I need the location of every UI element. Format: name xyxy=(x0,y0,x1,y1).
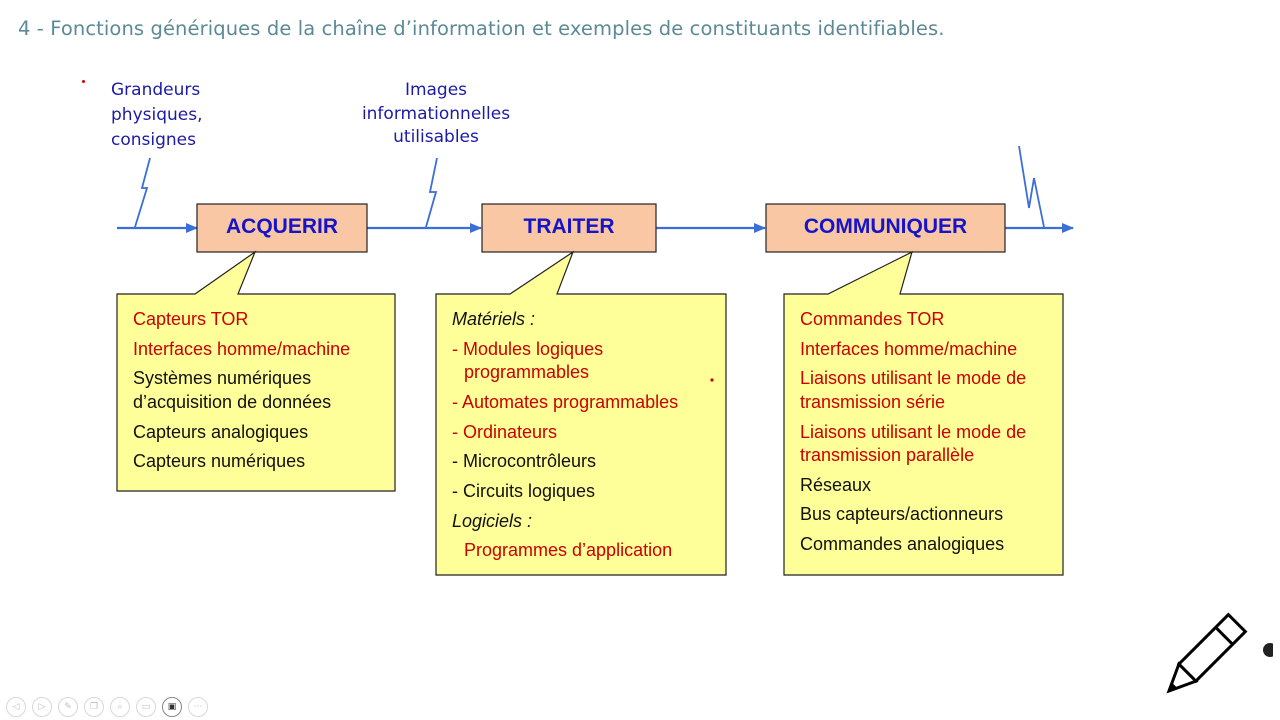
more-icon[interactable]: ⋯ xyxy=(188,697,208,717)
traiter-box xyxy=(481,203,657,253)
pen-icon[interactable]: ✎ xyxy=(58,697,78,717)
signal-zigzag-1 xyxy=(134,157,151,228)
list-item: Interfaces homme/machine xyxy=(800,338,1018,359)
list-item: Commandes analogiques xyxy=(800,534,1005,555)
traiter-note xyxy=(435,250,727,576)
list-item: Systèmes numériques d’acquisition de don… xyxy=(133,368,332,412)
input-label-left: Grandeurs physiques, consignes xyxy=(111,80,203,150)
list-item: Capteurs TOR xyxy=(133,309,249,329)
list-item: - Circuits logiques xyxy=(452,480,596,501)
list-item: - Ordinateurs xyxy=(452,421,558,442)
decorative-dot xyxy=(82,80,85,83)
acquerir-box xyxy=(196,203,368,253)
decorative-dot xyxy=(710,378,714,382)
copy-icon[interactable]: ❐ xyxy=(84,697,104,717)
next-icon[interactable]: ▷ xyxy=(32,697,52,717)
slideshow-toolbar: ◁ ▷ ✎ ❐ ⌕ ▭ ▣ ⋯ xyxy=(6,697,208,717)
list-item: - Microcontrôleurs xyxy=(452,451,597,472)
slide-title: 4 - Fonctions génériques de la chaîne d’… xyxy=(18,17,945,40)
list-item: Programmes d’application xyxy=(464,540,673,561)
materiels-heading: Matériels : xyxy=(452,309,536,329)
slides-icon[interactable]: ▭ xyxy=(136,697,156,717)
list-item: - Automates programmables xyxy=(452,391,679,412)
communiquer-note xyxy=(783,250,1064,576)
signal-zigzag-3 xyxy=(1018,145,1045,228)
list-item: Réseaux xyxy=(800,474,872,495)
communiquer-box xyxy=(765,203,1006,253)
communiquer-label: COMMUNIQUER xyxy=(803,215,968,238)
zoom-icon[interactable]: ⌕ xyxy=(110,697,130,717)
camera-icon[interactable]: ▣ xyxy=(162,697,182,717)
acquerir-label: ACQUERIR xyxy=(225,215,338,238)
pen-tool-icon[interactable] xyxy=(1148,588,1273,713)
communiquer-list: Commandes TOR Interfaces homme/machine L… xyxy=(800,308,1055,563)
logiciels-heading: Logiciels : xyxy=(452,510,533,531)
prev-icon[interactable]: ◁ xyxy=(6,697,26,717)
traiter-list: Matériels : - Modules logiques programma… xyxy=(452,308,720,569)
list-item: Capteurs numériques xyxy=(133,451,306,472)
list-item: Interfaces homme/machine xyxy=(133,338,351,359)
list-item: Bus capteurs/actionneurs xyxy=(800,504,1004,525)
signal-zigzag-2 xyxy=(425,157,438,228)
list-item: Capteurs analogiques xyxy=(133,421,309,442)
list-item: Commandes TOR xyxy=(800,309,945,329)
acquerir-list: Capteurs TOR Interfaces homme/machine Sy… xyxy=(133,308,388,480)
input-label-middle: Images informationnelles utilisables xyxy=(361,80,511,147)
traiter-label: TRAITER xyxy=(523,215,615,238)
list-item: - Modules logiques programmables xyxy=(452,338,604,383)
list-item: Liaisons utilisant le mode de transmissi… xyxy=(800,421,1027,466)
list-item: Liaisons utilisant le mode de transmissi… xyxy=(800,368,1027,412)
acquerir-note xyxy=(116,250,396,492)
